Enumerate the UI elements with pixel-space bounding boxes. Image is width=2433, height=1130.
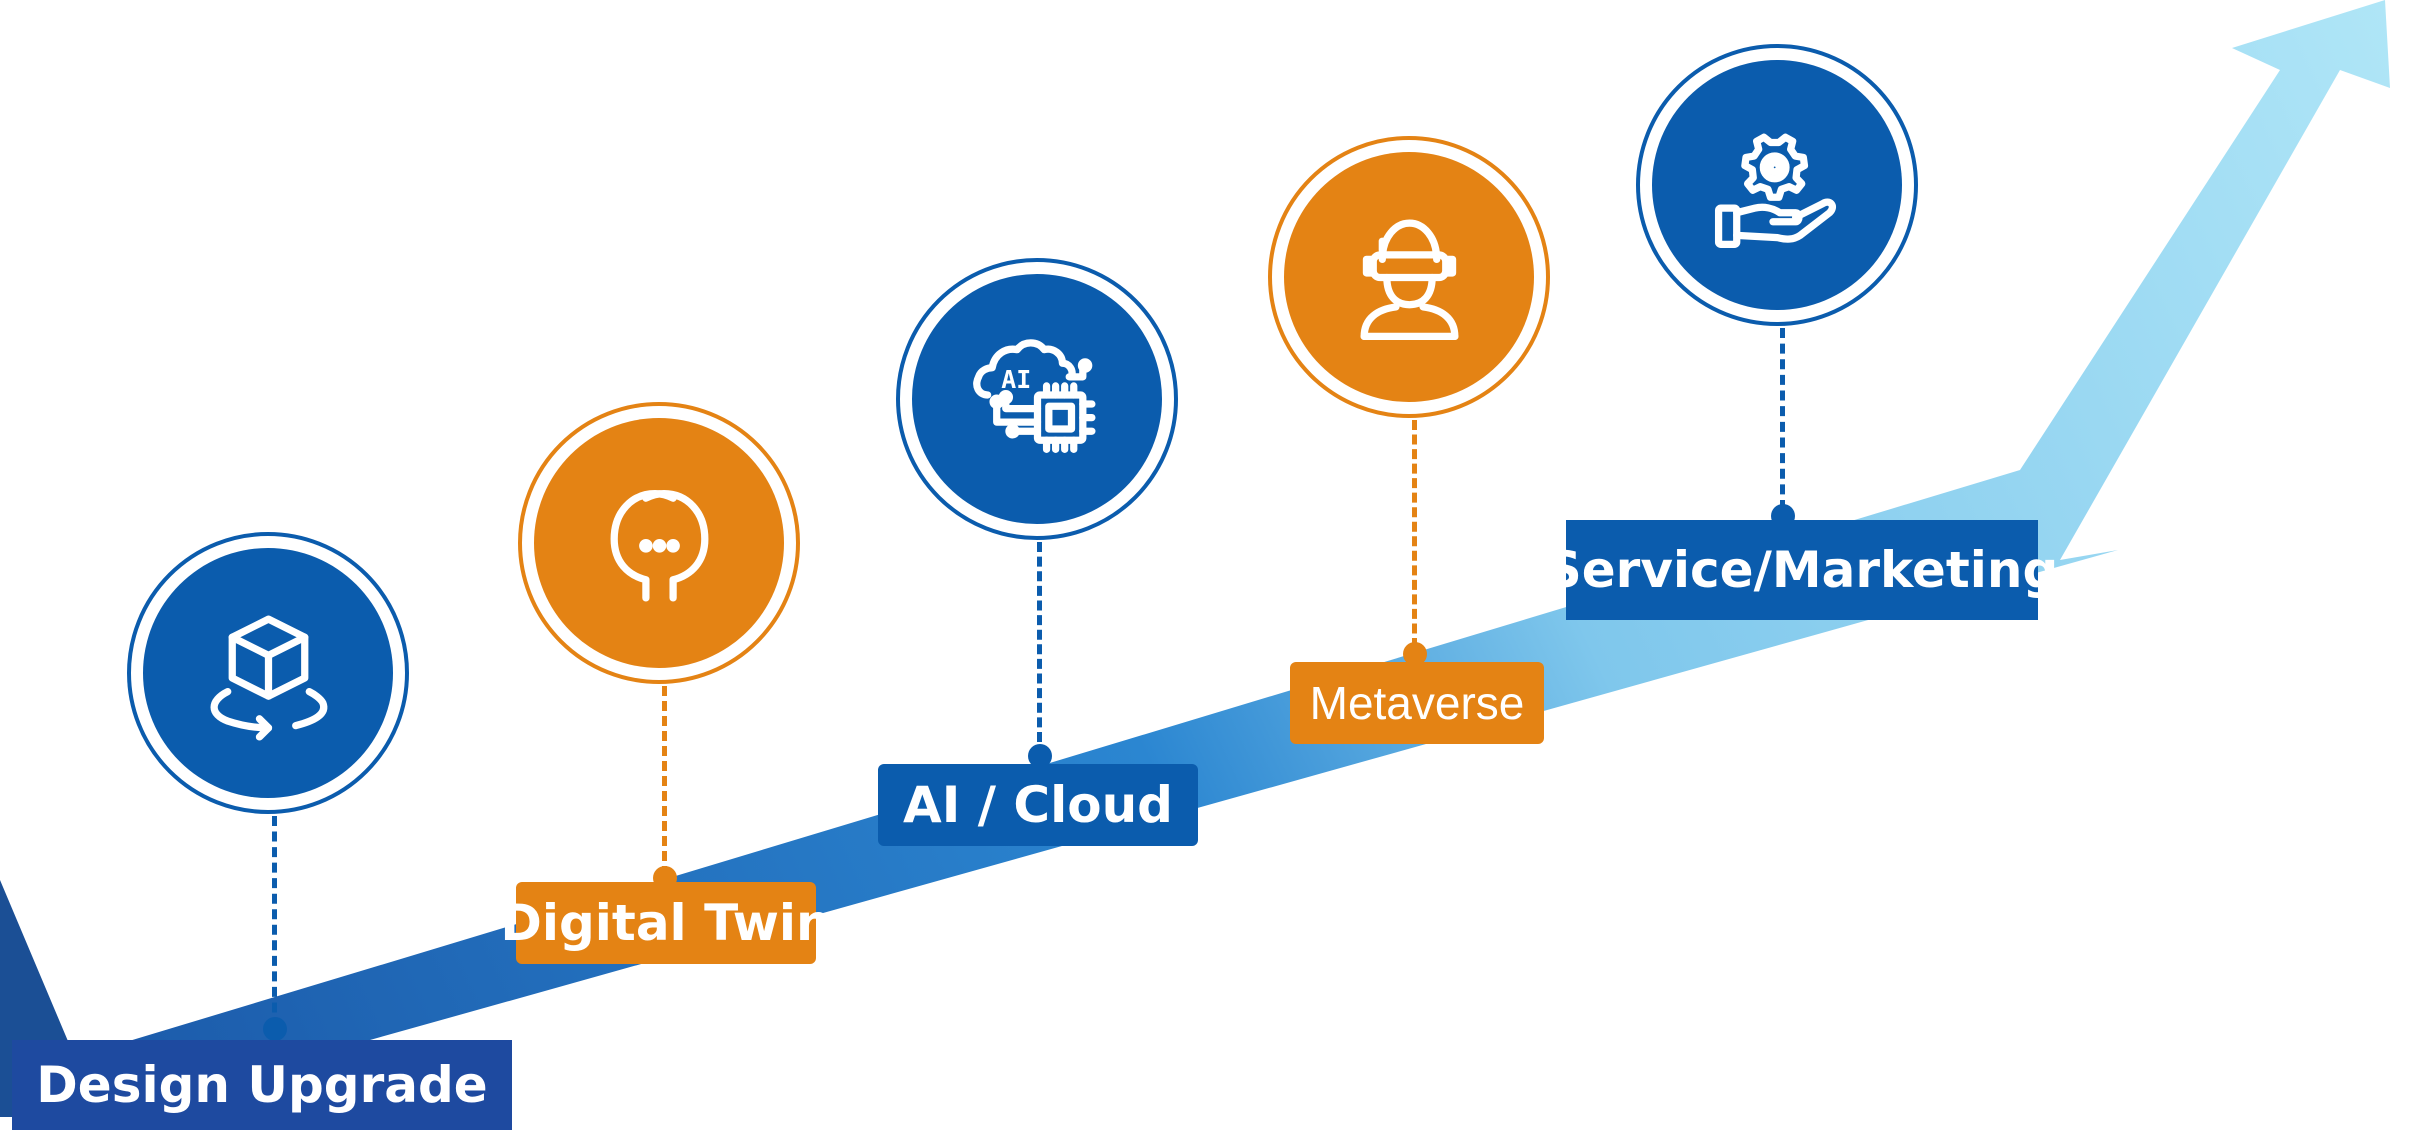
arrow-body — [0, 0, 2390, 1117]
